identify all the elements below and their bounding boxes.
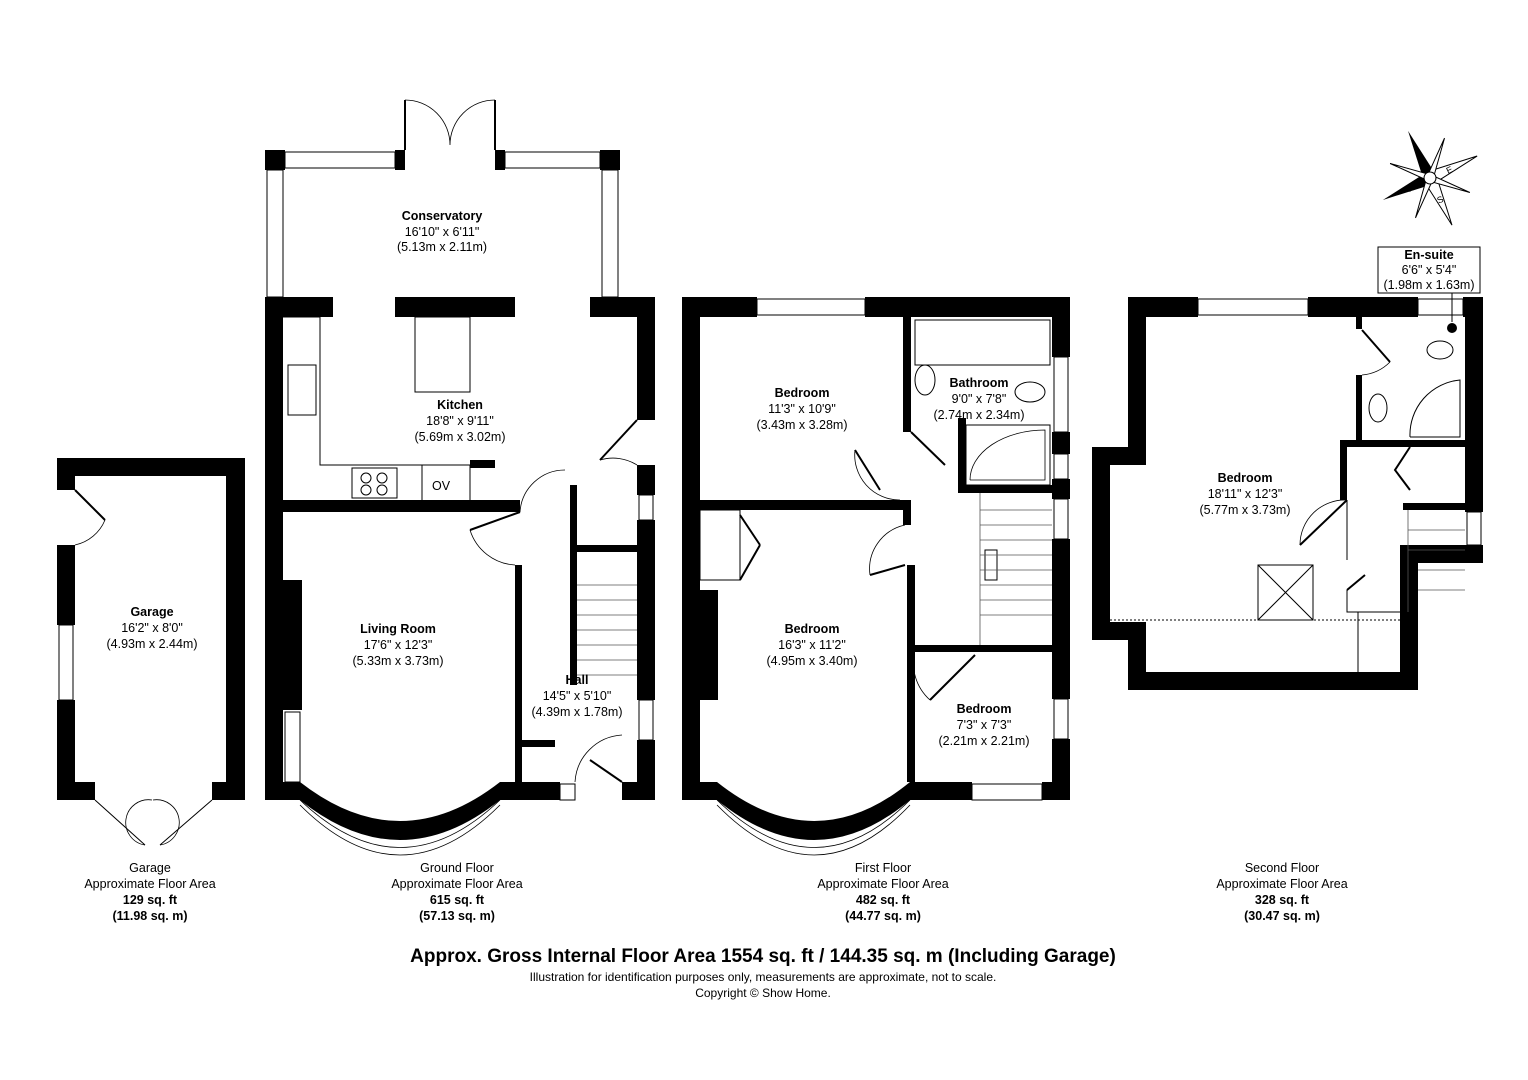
room-label-living-room: Living Room 17'6" x 12'3" (5.33m x 3.73m…	[352, 622, 443, 668]
floor-area-sqft: 615 sq. ft	[430, 893, 485, 907]
compass-north: N	[1415, 151, 1425, 163]
room-label-conservatory: Conservatory 16'10" x 6'11" (5.13m x 2.1…	[397, 209, 487, 254]
floor-area-label: Approximate Floor Area	[391, 877, 522, 891]
compass-icon: N E S W	[1382, 130, 1478, 226]
room-name: En-suite	[1404, 248, 1453, 262]
floor-summary-first: First Floor Approximate Floor Area 482 s…	[817, 861, 948, 923]
room-dimensions-metric: (4.93m x 2.44m)	[106, 637, 197, 651]
floor-area-label: Approximate Floor Area	[1216, 877, 1347, 891]
floor-name: Ground Floor	[420, 861, 494, 875]
room-label-garage: Garage 16'2" x 8'0" (4.93m x 2.44m)	[106, 605, 197, 651]
garage-plan	[57, 458, 245, 846]
room-name: Bathroom	[949, 376, 1008, 390]
room-name: Kitchen	[437, 398, 483, 412]
second-floor-plan	[1092, 246, 1483, 690]
floor-name: First Floor	[855, 861, 911, 875]
room-label-bedroom-first-rear: Bedroom 11'3" x 10'9" (3.43m x 3.28m)	[756, 386, 847, 432]
room-name: Hall	[566, 673, 589, 687]
room-label-en-suite: En-suite 6'6" x 5'4" (1.98m x 1.63m)	[1383, 248, 1474, 292]
room-label-hall: Hall 14'5" x 5'10" (4.39m x 1.78m)	[531, 673, 622, 719]
floor-summary-garage: Garage Approximate Floor Area 129 sq. ft…	[84, 861, 215, 923]
copyright: Copyright © Show Home.	[695, 986, 831, 1000]
floor-area-label: Approximate Floor Area	[84, 877, 215, 891]
floor-name: Garage	[129, 861, 171, 875]
room-dimensions-imperial: 17'6" x 12'3"	[364, 638, 433, 652]
room-dimensions-metric: (5.77m x 3.73m)	[1199, 503, 1290, 517]
floor-summary-ground: Ground Floor Approximate Floor Area 615 …	[391, 861, 522, 923]
floor-area-sqft: 129 sq. ft	[123, 893, 178, 907]
room-dimensions-metric: (5.69m x 3.02m)	[414, 430, 505, 444]
room-dimensions-imperial: 14'5" x 5'10"	[543, 689, 612, 703]
first-floor-plan	[682, 297, 1070, 856]
room-dimensions-imperial: 16'3" x 11'2"	[778, 638, 846, 652]
room-dimensions-imperial: 11'3" x 10'9"	[768, 402, 836, 416]
room-dimensions-metric: (3.43m x 3.28m)	[756, 418, 847, 432]
room-dimensions-imperial: 7'3" x 7'3"	[957, 718, 1012, 732]
floor-area-label: Approximate Floor Area	[817, 877, 948, 891]
floor-summary-second: Second Floor Approximate Floor Area 328 …	[1216, 861, 1347, 923]
room-dimensions-imperial: 16'2" x 8'0"	[121, 621, 183, 635]
compass-south: S	[1435, 194, 1445, 206]
gross-floor-area-title: Approx. Gross Internal Floor Area 1554 s…	[410, 946, 1116, 967]
ground-floor-plan: OV	[265, 99, 655, 856]
room-dimensions-metric: (4.39m x 1.78m)	[531, 705, 622, 719]
floor-area-sqm: (44.77 sq. m)	[845, 909, 921, 923]
room-label-bedroom-first-small: Bedroom 7'3" x 7'3" (2.21m x 2.21m)	[938, 702, 1029, 748]
room-dimensions-metric: (1.98m x 1.63m)	[1383, 278, 1474, 292]
room-dimensions-imperial: 6'6" x 5'4"	[1402, 263, 1457, 277]
room-dimensions-metric: (5.13m x 2.11m)	[397, 240, 487, 254]
room-dimensions-metric: (4.95m x 3.40m)	[766, 654, 857, 668]
room-name: Bedroom	[785, 622, 840, 636]
compass-east: E	[1445, 164, 1455, 176]
room-dimensions-imperial: 9'0" x 7'8"	[952, 392, 1007, 406]
room-name: Living Room	[360, 622, 436, 636]
floor-name: Second Floor	[1245, 861, 1319, 875]
room-dimensions-metric: (5.33m x 3.73m)	[352, 654, 443, 668]
floor-area-sqm: (11.98 sq. m)	[112, 909, 187, 923]
oven-label: OV	[432, 479, 451, 493]
room-dimensions-imperial: 18'11" x 12'3"	[1208, 487, 1283, 501]
room-dimensions-metric: (2.21m x 2.21m)	[938, 734, 1029, 748]
floor-area-sqft: 482 sq. ft	[856, 893, 911, 907]
room-label-bedroom-first-front: Bedroom 16'3" x 11'2" (4.95m x 3.40m)	[766, 622, 857, 668]
floor-area-sqm: (30.47 sq. m)	[1244, 909, 1320, 923]
room-label-bathroom: Bathroom 9'0" x 7'8" (2.74m x 2.34m)	[933, 376, 1024, 422]
room-dimensions-imperial: 18'8" x 9'11"	[426, 414, 494, 428]
room-dimensions-imperial: 16'10" x 6'11"	[405, 225, 480, 239]
room-name: Garage	[130, 605, 173, 619]
room-name: Conservatory	[402, 209, 483, 223]
floor-area-sqm: (57.13 sq. m)	[419, 909, 495, 923]
room-name: Bedroom	[957, 702, 1012, 716]
room-label-kitchen: Kitchen 18'8" x 9'11" (5.69m x 3.02m)	[414, 398, 505, 444]
room-label-bedroom-second: Bedroom 18'11" x 12'3" (5.77m x 3.73m)	[1199, 471, 1290, 517]
room-dimensions-metric: (2.74m x 2.34m)	[933, 408, 1024, 422]
room-name: Bedroom	[775, 386, 830, 400]
room-name: Bedroom	[1218, 471, 1273, 485]
disclaimer: Illustration for identification purposes…	[530, 970, 997, 984]
floor-area-sqft: 328 sq. ft	[1255, 893, 1310, 907]
